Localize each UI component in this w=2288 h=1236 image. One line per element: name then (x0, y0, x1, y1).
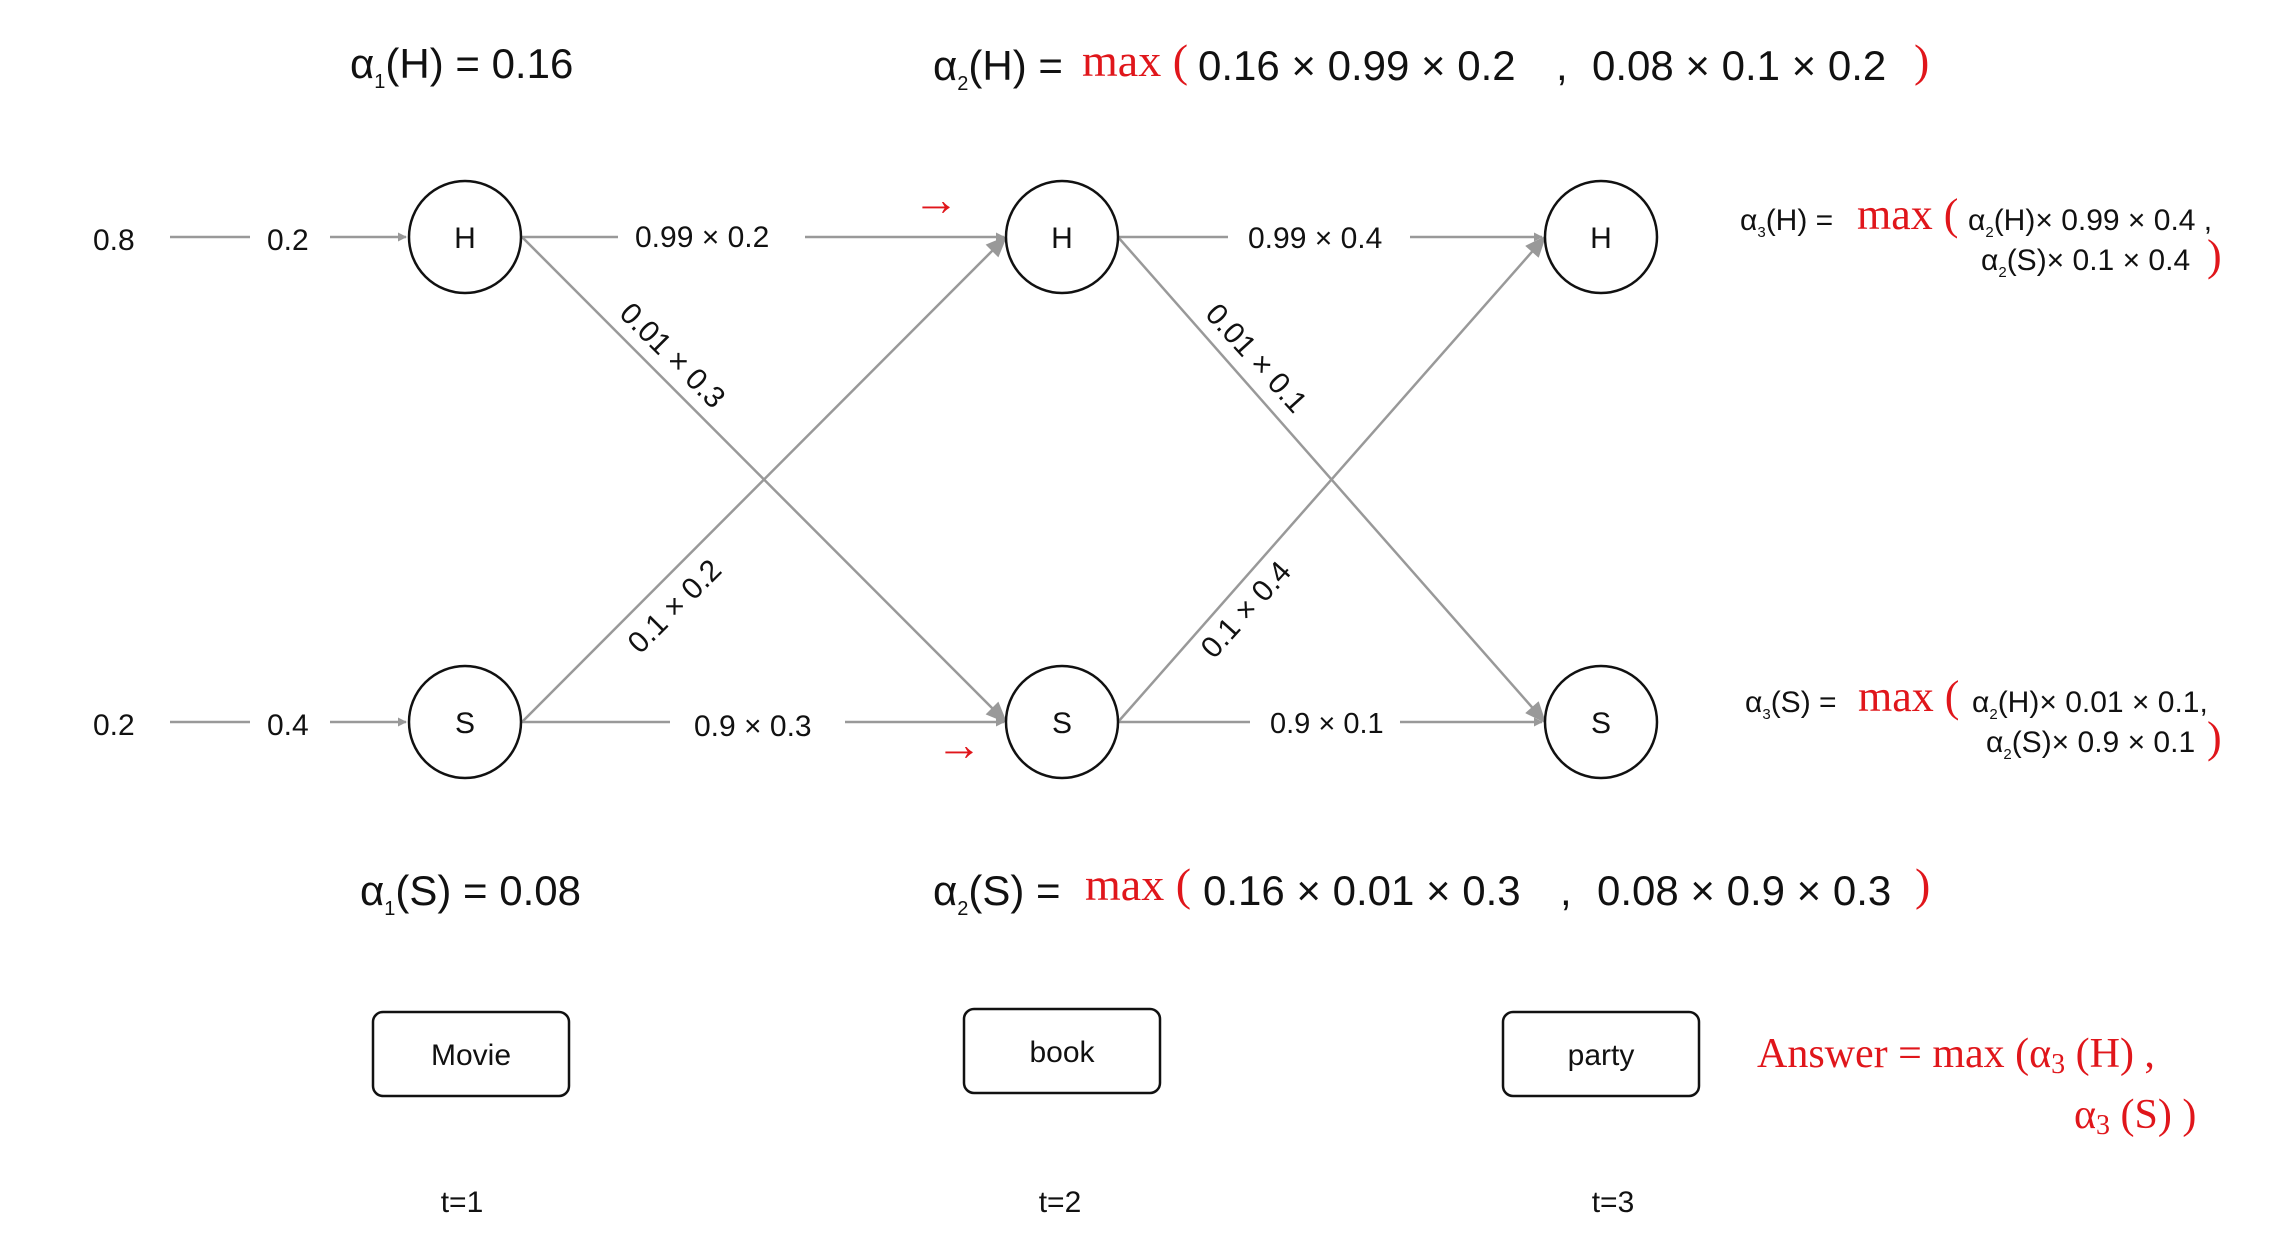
initial-s-prior: 0.2 (93, 709, 135, 742)
edge-t2s-t3s-label: 0.9 × 0.1 (1270, 708, 1384, 740)
svg-text:α3(S) =: α3(S) = (1745, 686, 1837, 723)
svg-text:α2(H)× 0.99 × 0.4 ,: α2(H)× 0.99 × 0.4 , (1968, 204, 2212, 241)
svg-text:S: S (1052, 707, 1072, 740)
initial-h-emission: 0.2 (267, 224, 309, 257)
alpha2-h-max: max ( (1082, 35, 1188, 86)
initial-s-emission: 0.4 (267, 709, 309, 742)
timestep-label-3: t=3 (1592, 1186, 1635, 1219)
svg-text:S: S (1591, 707, 1611, 740)
edge-t2s-t3h-label: 0.1 × 0.4 (1195, 555, 1298, 664)
svg-text:H: H (1051, 222, 1073, 255)
alpha2-h-term1: 0.16 × 0.99 × 0.2 (1198, 42, 1516, 89)
svg-text:S: S (455, 707, 475, 740)
alpha2-s-max: max ( (1085, 859, 1191, 910)
svg-text:Answer = max (α3 (H) ,: Answer = max (α3 (H) , (1757, 1031, 2155, 1080)
svg-text:α2(H)× 0.01 × 0.1,: α2(H)× 0.01 × 0.1, (1972, 686, 2208, 723)
svg-text:α2(H) =: α2(H) = (933, 42, 1063, 95)
node-t3-h: H (1543, 179, 1659, 295)
edge-t1h-t2s-label: 0.01 × 0.3 (613, 297, 731, 415)
alpha1-h-formula: α1(H) = 0.16 (350, 40, 573, 93)
node-t3-s: S (1543, 664, 1659, 780)
svg-text:α3 (S) ): α3 (S) ) (2074, 1092, 2196, 1141)
alpha2-s-term2: 0.08 × 0.9 × 0.3 (1597, 867, 1891, 914)
edge-t2h-t3h-label: 0.99 × 0.4 (1248, 222, 1382, 255)
timestep-label-2: t=2 (1039, 1186, 1082, 1219)
svg-text:,: , (1556, 42, 1568, 89)
svg-text:Movie: Movie (431, 1039, 511, 1072)
alpha2-s-formula: α2(S) = max ( 0.16 × 0.01 × 0.3 , 0.08 ×… (933, 859, 1930, 920)
svg-text:): ) (2207, 231, 2222, 280)
alpha3-h-formula: α3(H) = max ( α2(H)× 0.99 × 0.4 , α2(S)×… (1740, 190, 2222, 281)
answer-formula: Answer = max (α3 (H) , α3 (S) ) (1757, 1031, 2196, 1141)
timestep-label-1: t=1 (441, 1186, 484, 1219)
alpha2-s-term1: 0.16 × 0.01 × 0.3 (1203, 867, 1521, 914)
best-path-marker-t2-h: → (913, 174, 959, 225)
node-t2-h: H (1004, 179, 1120, 295)
svg-text:α3(H) =: α3(H) = (1740, 204, 1833, 241)
svg-text:α2(S) =: α2(S) = (933, 867, 1061, 920)
observation-box-book: book (962, 1007, 1162, 1095)
svg-text:α2(S)× 0.1 × 0.4: α2(S)× 0.1 × 0.4 (1981, 244, 2190, 281)
edge-t1h-t2h-label: 0.99 × 0.2 (635, 221, 769, 254)
svg-text:α2(S)× 0.9 × 0.1: α2(S)× 0.9 × 0.1 (1986, 726, 2195, 763)
alpha1-s-formula: α1(S) = 0.08 (360, 867, 581, 920)
alpha2-h-formula: α2(H) = max ( 0.16 × 0.99 × 0.2 , 0.08 ×… (933, 35, 1929, 95)
initial-h-prior: 0.8 (93, 224, 135, 257)
node-t1-h: H (407, 179, 523, 295)
svg-text:party: party (1568, 1039, 1635, 1072)
svg-text:H: H (1590, 222, 1612, 255)
svg-text:max (: max ( (1858, 672, 1959, 721)
svg-text:): ) (1915, 859, 1930, 910)
observation-box-movie: Movie (371, 1010, 571, 1098)
svg-text:max (: max ( (1857, 190, 1958, 239)
svg-text:H: H (454, 222, 476, 255)
edge-t1s-t2h (521, 235, 1008, 723)
alpha3-s-formula: α3(S) = max ( α2(H)× 0.01 × 0.1, α2(S)× … (1745, 672, 2222, 763)
edge-t2h-t3s-label: 0.01 × 0.1 (1199, 298, 1313, 420)
edge-t1s-t2s-label: 0.9 × 0.3 (694, 710, 812, 743)
svg-text:book: book (1029, 1036, 1095, 1069)
alpha2-h-term2: 0.08 × 0.1 × 0.2 (1592, 42, 1886, 89)
best-path-marker-t2-s: → (936, 719, 982, 770)
svg-text:,: , (1560, 867, 1572, 914)
observation-box-party: party (1501, 1010, 1701, 1098)
node-t1-s: S (407, 664, 523, 780)
node-t2-s: S (1004, 664, 1120, 780)
svg-text:): ) (2207, 713, 2222, 762)
svg-text:): ) (1914, 35, 1929, 86)
edge-t2s-t3h (1117, 235, 1547, 723)
